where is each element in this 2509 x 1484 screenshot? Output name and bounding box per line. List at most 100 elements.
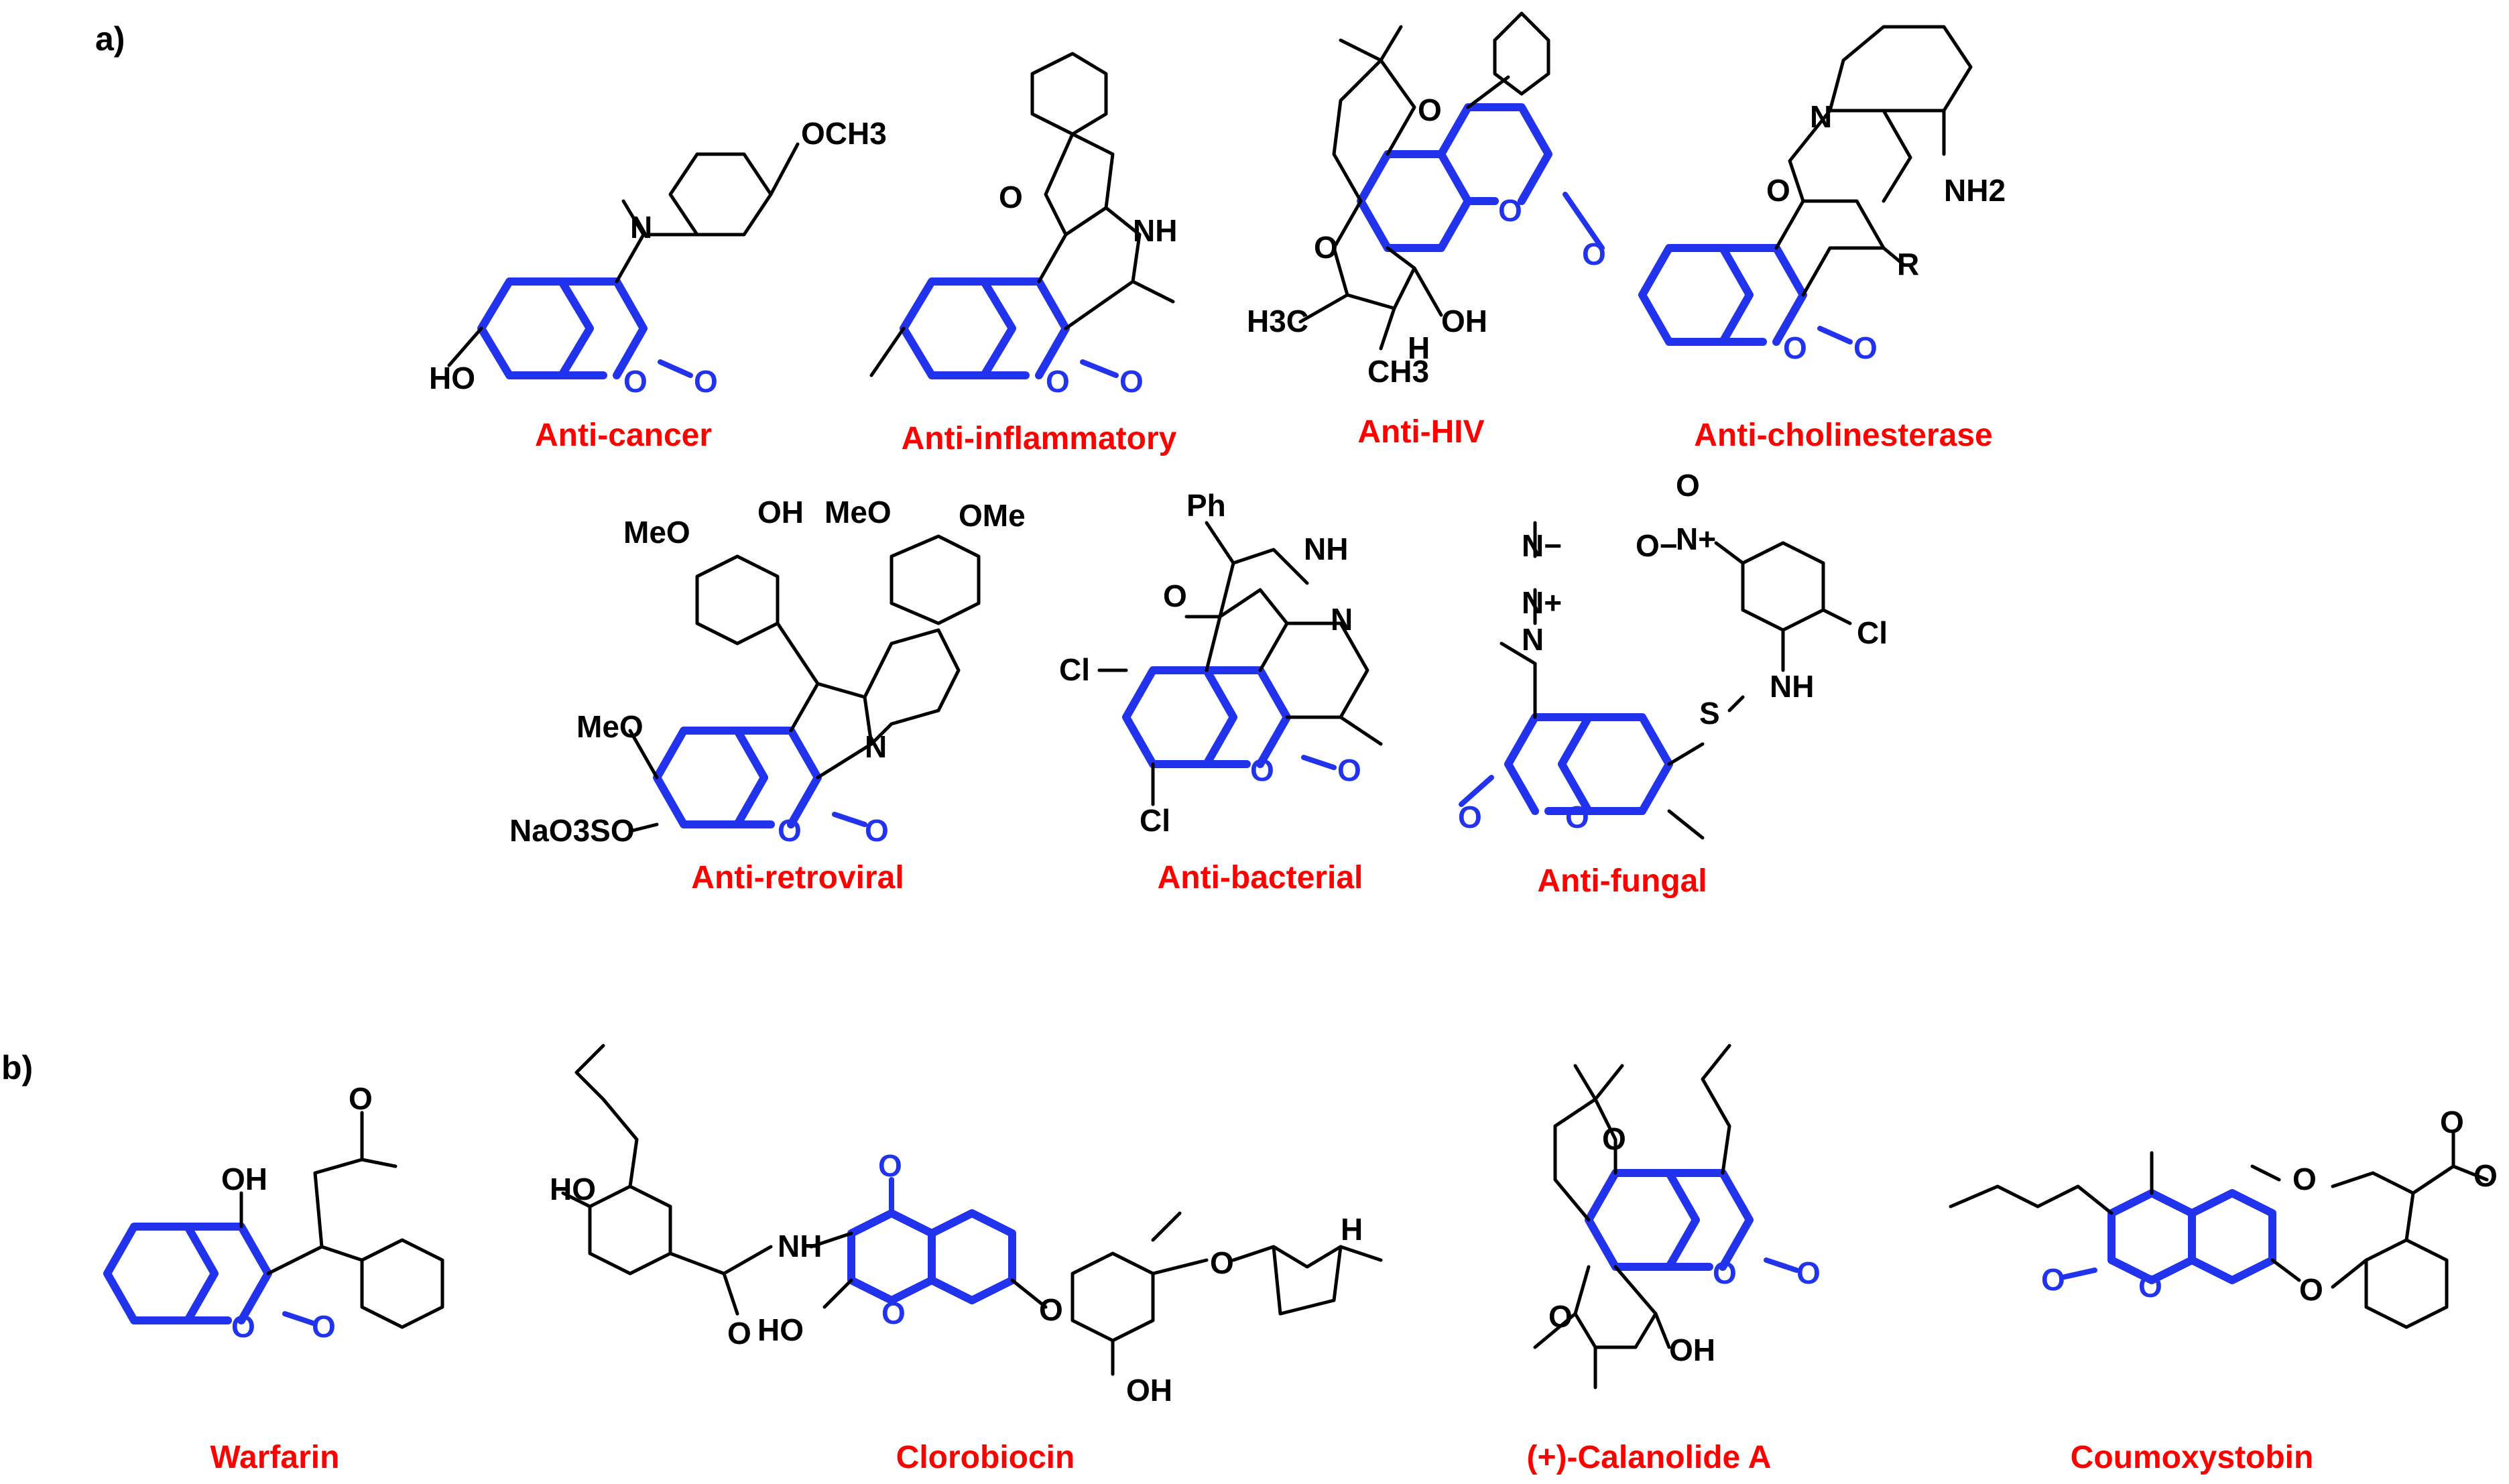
- ch3-label: CH3: [1367, 354, 1429, 389]
- amide-o-label: O: [727, 1316, 751, 1351]
- anti-retroviral-structure: MeO NaO3SO MeO OH MeO OMe N O O: [509, 495, 1026, 848]
- clorobiocin-structure: HO NH O HO O OH O H O O: [550, 1044, 1383, 1408]
- cl-label-2: Cl: [1140, 803, 1170, 838]
- n-label: N: [1522, 622, 1544, 657]
- glycoside-o-label: O: [1039, 1292, 1063, 1327]
- scaffold-benzene-ring: [1122, 666, 1237, 768]
- nh-label: NH: [1770, 669, 1814, 704]
- ring-o-label: O: [2138, 1269, 2162, 1304]
- furan-o-label: O: [999, 180, 1023, 214]
- n-label: N: [865, 729, 887, 764]
- meo-label-3: MeO: [824, 495, 892, 530]
- o-minus-label: O−: [1636, 528, 1678, 563]
- anti-cancer-structure: OCH3 N HO O O: [429, 116, 887, 399]
- n-plus-nitro-label: N+: [1676, 521, 1716, 556]
- ring-o-label: O: [623, 364, 648, 399]
- scaffold-pyranone-ring: [2107, 1189, 2196, 1284]
- calanolide-structure: O O OH O O: [1533, 1044, 1821, 1389]
- ketone-o-label: O: [878, 1148, 902, 1183]
- label-anti-cancer: Anti-cancer: [535, 418, 712, 453]
- ester-o-label: O: [1210, 1245, 1234, 1280]
- coumoxystobin-structure: O O O O O O: [1949, 1105, 2498, 1329]
- ph-label: Ph: [1186, 488, 1226, 523]
- carbonyl-o-label: O: [312, 1309, 336, 1344]
- cl-label: Cl: [1857, 615, 1888, 650]
- n-label: N: [630, 210, 652, 245]
- pyran-o-label: O: [1314, 230, 1338, 265]
- label-anti-hiv: Anti-HIV: [1357, 414, 1484, 450]
- pyran-o-label: O: [1766, 173, 1790, 208]
- scaffold-benzene-ring: [1357, 150, 1472, 252]
- scaffold-benzene-ring: [103, 1223, 219, 1324]
- n-minus-label: N−: [1522, 528, 1562, 563]
- ho-label: HO: [429, 361, 475, 395]
- scaffold-benzene-ring: [1585, 1169, 1700, 1271]
- nh-label: NH: [778, 1229, 822, 1263]
- ho-label: HO: [550, 1172, 596, 1207]
- scaffold-benzene-ring: [1558, 713, 1673, 815]
- nh-label: NH: [1304, 532, 1348, 566]
- ring-o-label: O: [1250, 753, 1274, 788]
- label-anti-inflammatory: Anti-inflammatory: [902, 421, 1177, 456]
- methoxy-o-label: O: [2292, 1162, 2317, 1196]
- anti-fungal-structure: N N+ N− S NH Cl N+ O− O O O: [1458, 468, 1888, 840]
- nao3so-label: NaO3SO: [509, 813, 635, 848]
- panel-label-b: b): [1, 1049, 33, 1087]
- carbonyl-o-label: O: [694, 364, 718, 399]
- ether-o-label: O: [2299, 1272, 2323, 1307]
- oh-label: OH: [757, 495, 804, 530]
- n-label: N: [1810, 99, 1832, 134]
- oh-label: OH: [221, 1162, 267, 1196]
- carbonyl-o-label: O: [1337, 753, 1361, 788]
- ho-label-2: HO: [757, 1312, 804, 1347]
- ring-o-label: O: [778, 813, 802, 848]
- scaffold-pyranone-ring: [847, 1209, 936, 1304]
- scaffold-benzene-ring: [477, 277, 594, 379]
- carbonyl-o-label: O: [1853, 330, 1878, 365]
- cl-label: Cl: [1059, 652, 1090, 687]
- ring-o-label: O: [881, 1296, 906, 1331]
- carbonyl-o-label: O: [1119, 364, 1144, 399]
- meo-label: MeO: [576, 709, 644, 744]
- warfarin-structure: OH O O O: [103, 1081, 444, 1344]
- scaffold-benzene-ring: [2188, 1189, 2276, 1284]
- nh2-label: NH2: [1944, 173, 2006, 208]
- label-coumoxystobin: Coumoxystobin: [2071, 1440, 2314, 1475]
- ring-o-label: O: [231, 1309, 255, 1344]
- s-label: S: [1699, 696, 1720, 731]
- anti-cholinesterase-structure: N O NH2 R O O: [1638, 25, 2006, 365]
- ester-carbonyl-o-label: O: [2440, 1105, 2464, 1139]
- carbonyl-o-label: O: [1796, 1255, 1821, 1290]
- panel-label-a: a): [95, 20, 125, 58]
- oh-label: OH: [1441, 304, 1487, 338]
- oh-label: OH: [1669, 1333, 1715, 1367]
- ring-o-label: O: [1046, 364, 1070, 399]
- h3c-label: H3C: [1247, 304, 1308, 338]
- oh-label: OH: [1126, 1373, 1172, 1408]
- r-label: R: [1897, 247, 1919, 282]
- nh-label: NH: [1133, 213, 1177, 248]
- label-warfarin: Warfarin: [210, 1440, 340, 1475]
- ring-o-label: O: [1783, 330, 1807, 365]
- label-clorobiocin: Clorobiocin: [896, 1440, 1075, 1475]
- anti-bacterial-structure: Ph NH N O Cl Cl O O: [1059, 488, 1383, 838]
- carbonyl-o-label: O: [2041, 1262, 2065, 1297]
- nitro-o-label: O: [1676, 468, 1700, 503]
- label-anti-cholinesterase: Anti-cholinesterase: [1694, 418, 1992, 453]
- h-label: H: [1408, 330, 1430, 365]
- label-anti-bacterial: Anti-bacterial: [1158, 860, 1363, 895]
- pyran-o-label: O: [1548, 1299, 1573, 1334]
- n-label: N: [1331, 602, 1353, 637]
- chromene-o-label: O: [1602, 1121, 1626, 1156]
- scaffold-benzene-ring: [900, 277, 1016, 379]
- chromene-o-label: O: [1418, 92, 1442, 127]
- ring-o-label: O: [1565, 800, 1589, 834]
- n-plus-label: N+: [1522, 585, 1562, 620]
- label-anti-fungal: Anti-fungal: [1537, 863, 1707, 899]
- anti-inflammatory-structure: O NH O O: [869, 52, 1177, 399]
- scaffold-pyranone-ring: [558, 277, 648, 379]
- scaffold-benzene-ring: [928, 1209, 1016, 1304]
- scaffold-benzene-ring: [653, 727, 768, 828]
